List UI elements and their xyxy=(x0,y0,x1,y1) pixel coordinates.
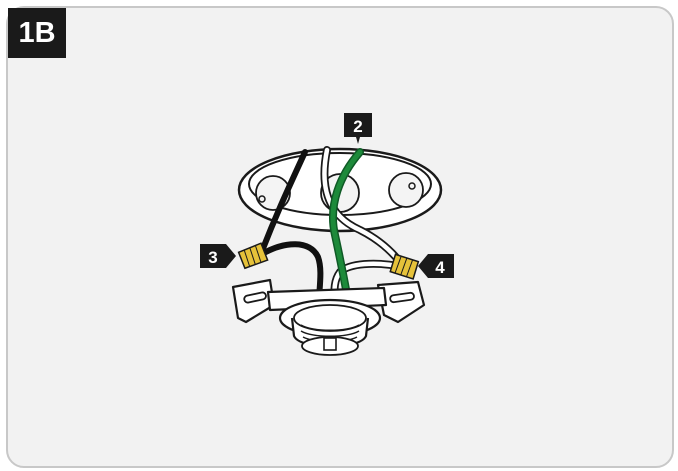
wire-nut-left xyxy=(237,242,269,270)
black-wire xyxy=(259,149,324,301)
box-screw-hole-left xyxy=(258,195,266,203)
box-screw-hole-right xyxy=(408,182,416,190)
callout-2-label: 2 xyxy=(353,117,362,136)
callout-3: 3 xyxy=(200,244,236,268)
lamp-socket xyxy=(278,298,382,356)
callout-4: 4 xyxy=(418,254,454,278)
diagram-panel xyxy=(6,6,674,468)
callout-3-label: 3 xyxy=(208,248,217,267)
green-ground-wire xyxy=(328,148,364,304)
callout-2: 2 xyxy=(344,113,372,144)
wire-nut-right xyxy=(389,253,420,280)
callout-4-label: 4 xyxy=(435,258,445,277)
step-label: 1B xyxy=(8,8,66,58)
